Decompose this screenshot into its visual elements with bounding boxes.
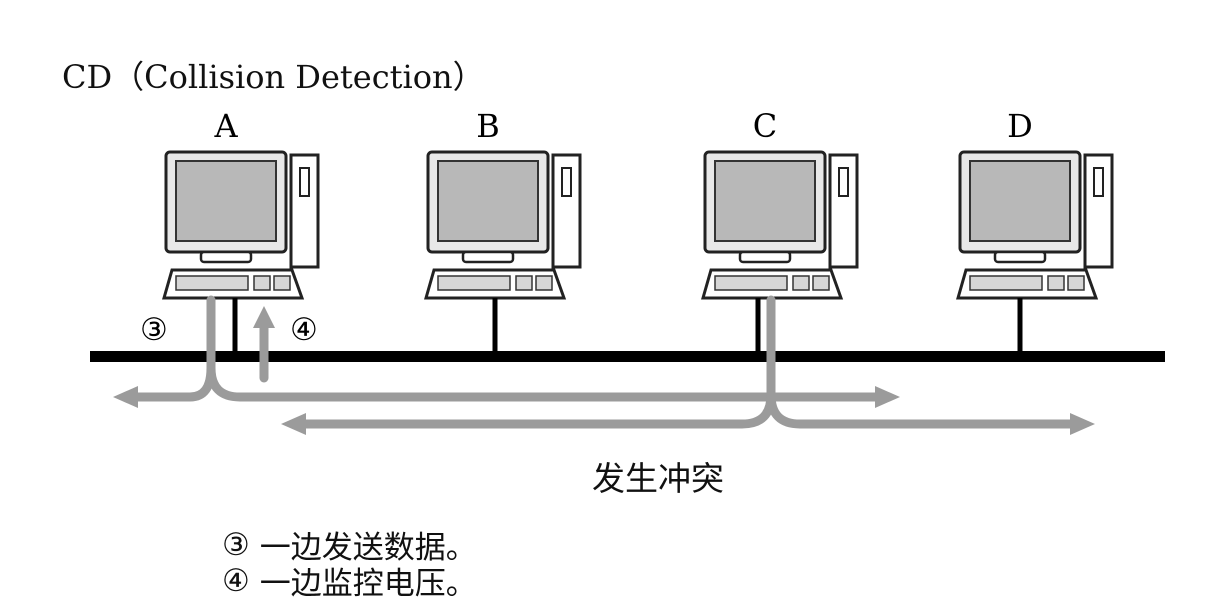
screen-c [714,160,816,242]
legend-marker-3: ③ [222,526,250,563]
screen-a [175,160,277,242]
computer-a: A [162,107,320,300]
signal-paths [127,295,1080,429]
computer-c: C [701,107,859,300]
arrowhead-up-monitor [253,306,275,328]
step-marker-3: ③ [140,312,168,348]
screen-b [437,160,539,242]
computer-label-a: A [213,107,238,145]
legend-item-4: ④ 一边监控电压。 [222,558,477,603]
legend-marker-4: ④ [222,562,250,599]
bus-cable [90,351,1165,362]
arrowhead-left-c [281,413,306,435]
arrowhead-right-c [1070,413,1095,435]
computer-label-c: C [753,107,777,145]
collision-label: 发生冲突 [592,459,724,498]
computer-label-b: B [476,107,500,145]
arrowhead-right-a [875,386,900,408]
legend-text-4: 一边监控电压。 [259,566,477,602]
signal-a-right [206,363,885,402]
arrowhead-left-a [113,386,138,408]
legend-item-3: ③ 一边发送数据。 [222,522,477,567]
diagram-title: CD（Collision Detection） [62,58,485,96]
screen-d [969,160,1071,242]
legend-text-3: 一边发送数据。 [259,530,477,566]
arrow-heads [113,306,1095,435]
computer-d: D [956,107,1114,300]
computer-label-d: D [1007,107,1033,145]
computers: A B C D [162,107,1114,300]
drop-cables [232,298,1023,356]
step-marker-4: ④ [290,312,318,348]
computer-b: B [424,107,582,300]
signal-c-right [766,390,1080,429]
